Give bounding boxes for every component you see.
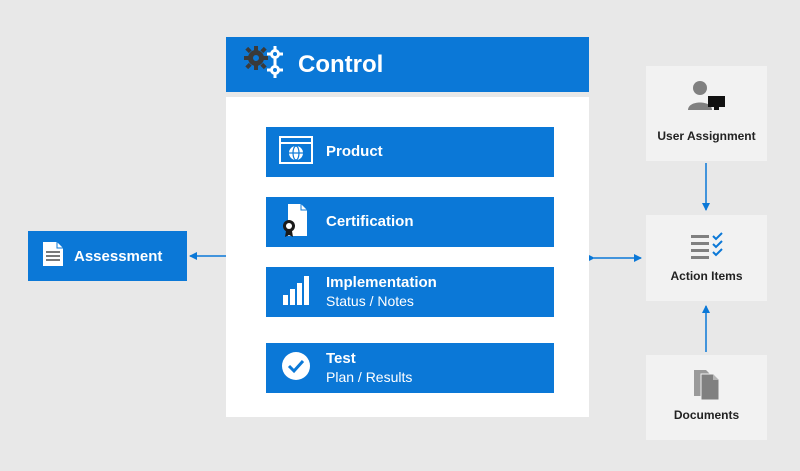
checkmark-circle-icon [281, 351, 311, 386]
bar-chart-icon [281, 275, 311, 310]
assessment-box[interactable]: Assessment [28, 231, 187, 281]
action-items-label: Action Items [670, 269, 743, 283]
user-assignment-label: User Assignment [657, 129, 756, 143]
user-assignment-box[interactable]: User Assignment [646, 66, 767, 161]
test-sublabel: Plan / Results [326, 369, 413, 385]
control-header: Control [226, 37, 589, 92]
documents-label: Documents [673, 408, 740, 422]
browser-globe-icon [279, 135, 313, 169]
certification-label: Certification [326, 213, 414, 230]
assessment-document-icon [42, 241, 64, 272]
certificate-icon [281, 202, 311, 243]
documents-box[interactable]: Documents [646, 355, 767, 440]
test-label: Test [326, 350, 356, 367]
assessment-label: Assessment [74, 247, 163, 265]
implementation-sublabel: Status / Notes [326, 293, 414, 309]
documents-icon [692, 369, 722, 406]
test-item[interactable]: Test Plan / Results [266, 343, 554, 393]
certification-item[interactable]: Certification [266, 197, 554, 247]
action-items-box[interactable]: Action Items [646, 215, 767, 301]
implementation-item[interactable]: Implementation Status / Notes [266, 267, 554, 317]
control-title: Control [298, 50, 384, 78]
checklist-icon [689, 232, 725, 267]
product-label: Product [326, 143, 383, 160]
implementation-label: Implementation [326, 274, 437, 291]
product-item[interactable]: Product [266, 127, 554, 177]
user-computer-icon [687, 80, 727, 117]
gears-icon [244, 45, 288, 84]
